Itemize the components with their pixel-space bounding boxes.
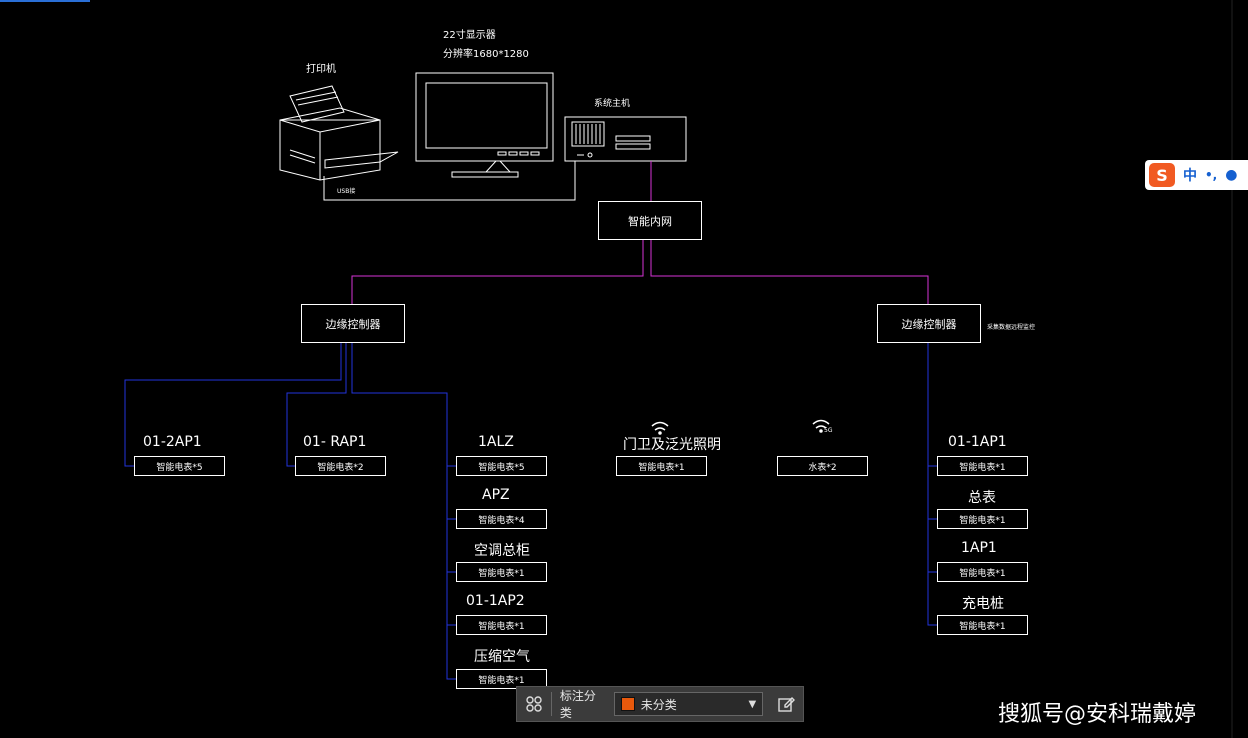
category-color-swatch: [620, 697, 635, 711]
group-title: 空调总柜: [474, 543, 530, 559]
grid-icon[interactable]: [517, 687, 551, 721]
group-title: 01-1AP2: [466, 593, 525, 609]
printer-label: 打印机: [306, 64, 336, 75]
meter-box: 智能电表*1: [937, 509, 1028, 529]
meter-box: 智能电表*1: [937, 562, 1028, 582]
controller-note: 采集数据远程监控: [987, 324, 1036, 331]
group-title: 1ALZ: [478, 434, 514, 450]
group-title: APZ: [482, 487, 510, 503]
meter-box: 智能电表*5: [456, 456, 547, 476]
bus-wires: [124, 343, 937, 680]
meter-box: 智能电表*1: [616, 456, 707, 476]
host-label: 系统主机: [594, 99, 631, 109]
watermark-text: 搜狐号@安科瑞戴婷: [998, 702, 1197, 727]
category-select[interactable]: 未分类 ▼: [613, 692, 764, 716]
group-title: 01-2AP1: [143, 434, 202, 450]
chevron-down-icon[interactable]: ▼: [748, 698, 757, 710]
toolbar-divider: [550, 692, 552, 716]
monitor-title: 22寸显示器: [443, 30, 496, 41]
monitor-icon: [415, 72, 554, 178]
group-title: 01- RAP1: [303, 434, 367, 450]
meter-box: 水表*2: [777, 456, 868, 476]
group-title: 充电桩: [962, 596, 1004, 612]
wifi-5g-icon: [812, 419, 830, 433]
meter-box: 智能电表*2: [295, 456, 386, 476]
microphone-icon[interactable]: ●: [1225, 167, 1238, 183]
group-title: 01-1AP1: [948, 434, 1007, 450]
group-title: 1AP1: [961, 540, 997, 556]
meter-box: 智能电表*5: [134, 456, 225, 476]
edge-controller-right: 边缘控制器: [877, 304, 981, 343]
annotation-toolbar: 标注分类 未分类 ▼: [516, 686, 804, 722]
meter-box: 智能电表*1: [456, 669, 547, 689]
wifi-icon: [651, 421, 669, 435]
usb-wire: [323, 161, 576, 201]
group-title: 压缩空气: [474, 649, 530, 665]
lan-wires: [351, 161, 929, 305]
edge-controller-left: 边缘控制器: [301, 304, 405, 343]
group-title: 总表: [968, 490, 996, 506]
ime-toolbar[interactable]: S 中 •, ●: [1145, 160, 1248, 190]
monitor-resolution: 分辨率1680*1280: [443, 49, 529, 60]
ime-lang-toggle[interactable]: 中: [1183, 168, 1197, 184]
meter-box: 智能电表*1: [937, 456, 1028, 476]
edit-icon[interactable]: [769, 687, 803, 721]
lan-switch-box: 智能内网: [598, 201, 702, 240]
wifi-5g-label: 5G: [824, 427, 833, 434]
host-icon: [564, 116, 687, 162]
usb-label: USB接: [337, 188, 356, 195]
category-label: 标注分类: [559, 689, 596, 720]
printer-icon: [279, 85, 399, 181]
category-selected-value: 未分类: [640, 697, 677, 712]
meter-box: 智能电表*1: [456, 615, 547, 635]
meter-box: 智能电表*1: [456, 562, 547, 582]
ime-punct-toggle[interactable]: •,: [1205, 168, 1218, 182]
meter-box: 智能电表*1: [937, 615, 1028, 635]
sogou-logo-icon[interactable]: S: [1149, 163, 1175, 187]
group-title: 门卫及泛光照明: [623, 437, 721, 453]
meter-box: 智能电表*4: [456, 509, 547, 529]
